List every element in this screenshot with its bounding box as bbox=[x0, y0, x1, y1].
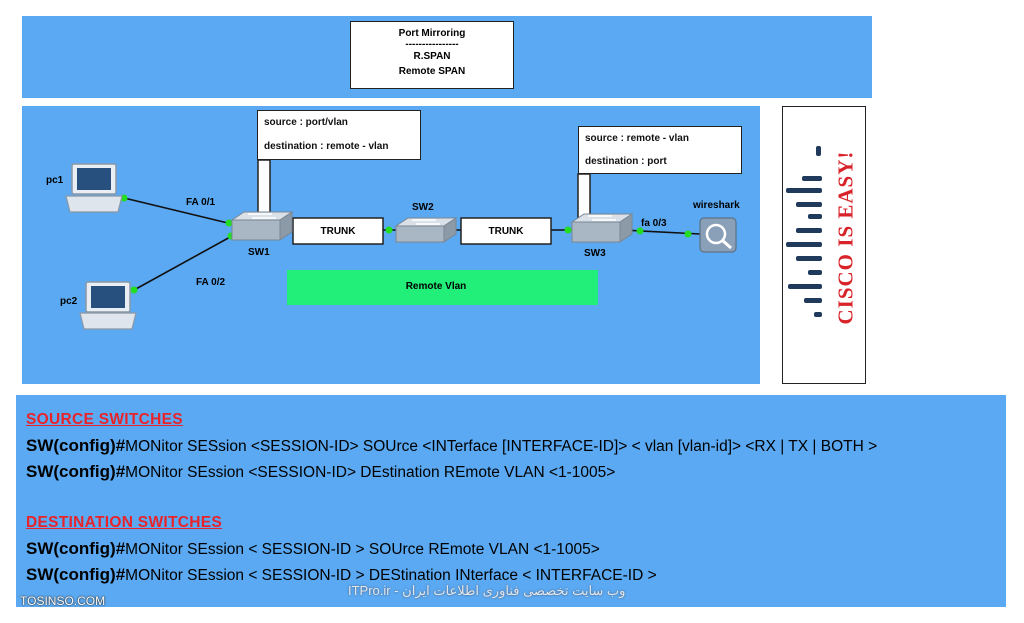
sw1-destination-text: destination : remote - vlan bbox=[264, 141, 389, 152]
title-line-2: R.SPAN bbox=[413, 51, 451, 62]
source-command-line-2: SW(config)#MONitor SEssion <SESSION-ID> … bbox=[26, 462, 615, 482]
command-prefix: SW(config)# bbox=[26, 565, 126, 584]
command-body: MONitor SEssion <SESSION-ID> DEstination… bbox=[125, 464, 616, 481]
title-line-1: Port Mirroring bbox=[398, 28, 466, 39]
command-body: MONitor SEssion < SESSION-ID > SOUrce RE… bbox=[125, 541, 600, 558]
dest-command-line-1: SW(config)#MONitor SEssion < SESSION-ID … bbox=[26, 539, 600, 559]
wireshark-icon bbox=[699, 217, 737, 253]
sw2-icon bbox=[394, 217, 458, 243]
port-label-fa02: FA 0/2 bbox=[196, 277, 226, 288]
remote-vlan-label: Remote Vlan bbox=[406, 281, 467, 292]
command-body: MONitor SEssion < SESSION-ID > DEStinati… bbox=[125, 567, 657, 584]
sw1-callout-stem bbox=[257, 159, 271, 219]
link-dot bbox=[636, 227, 644, 235]
link-pc1-sw1 bbox=[123, 197, 233, 225]
link-dot bbox=[225, 219, 233, 227]
command-prefix: SW(config)# bbox=[26, 462, 126, 481]
sw3-label: SW3 bbox=[584, 248, 606, 259]
link-dot bbox=[684, 230, 692, 238]
destination-switches-heading: DESTINATION SWITCHES bbox=[26, 514, 223, 531]
trunk-label-2: TRUNK bbox=[489, 226, 525, 237]
pc2-icon bbox=[79, 281, 137, 330]
trunk-box-1 bbox=[292, 217, 384, 245]
sw3-callout-box: source : remote - vlan destination : por… bbox=[578, 126, 742, 174]
sw1-callout-box: source : port/vlan destination : remote … bbox=[257, 110, 421, 160]
pc2-label: pc2 bbox=[60, 296, 78, 307]
watermark-itpro: ITPro.ir - وب سایت تخصصی فناوری اطلاعات … bbox=[348, 583, 626, 598]
source-switches-heading: SOURCE SWITCHES bbox=[26, 411, 183, 428]
dest-command-line-2: SW(config)#MONitor SEssion < SESSION-ID … bbox=[26, 565, 657, 585]
link-dot bbox=[385, 226, 393, 234]
source-command-line-1: SW(config)#MONitor SESsion <SESSION-ID> … bbox=[26, 436, 877, 456]
trunk-box-2 bbox=[460, 217, 552, 245]
trunk-label-1: TRUNK bbox=[321, 226, 357, 237]
sw3-source-text: source : remote - vlan bbox=[585, 133, 689, 144]
sw1-source-text: source : port/vlan bbox=[264, 117, 348, 128]
title-divider: ---------------- bbox=[405, 39, 459, 50]
sw3-callout-stem bbox=[577, 173, 591, 221]
cisco-logo-icon bbox=[786, 146, 822, 317]
pc1-icon bbox=[65, 163, 123, 213]
wireshark-label: wireshark bbox=[692, 200, 740, 211]
command-body: MONitor SESsion <SESSION-ID> SOUrce <INT… bbox=[125, 438, 878, 455]
sw1-label: SW1 bbox=[248, 247, 270, 258]
commands-panel bbox=[16, 395, 1006, 607]
pc1-label: pc1 bbox=[46, 175, 64, 186]
sw2-label: SW2 bbox=[412, 202, 434, 213]
topology-diagram: TRUNK TRUNK pc1 pc2 SW1 bbox=[46, 159, 740, 330]
cisco-logo-text: CISCO IS EASY! bbox=[833, 150, 858, 325]
command-prefix: SW(config)# bbox=[26, 436, 126, 455]
watermark-tosinso: TOSINSO.COM bbox=[20, 594, 106, 608]
sw1-icon bbox=[230, 211, 294, 241]
title-box: Port Mirroring ---------------- R.SPAN R… bbox=[350, 21, 514, 89]
sw3-destination-text: destination : port bbox=[585, 156, 667, 167]
command-prefix: SW(config)# bbox=[26, 539, 126, 558]
sw3-icon bbox=[570, 213, 634, 243]
port-label-fa01: FA 0/1 bbox=[186, 197, 216, 208]
link-pc2-sw1 bbox=[133, 235, 233, 291]
port-label-fa03: fa 0/3 bbox=[641, 218, 667, 229]
remote-vlan-bar bbox=[287, 270, 598, 305]
cisco-logo-panel: CISCO IS EASY! bbox=[782, 106, 866, 384]
link-dot bbox=[130, 286, 138, 294]
link-dot bbox=[564, 226, 572, 234]
title-line-3: Remote SPAN bbox=[398, 66, 466, 77]
